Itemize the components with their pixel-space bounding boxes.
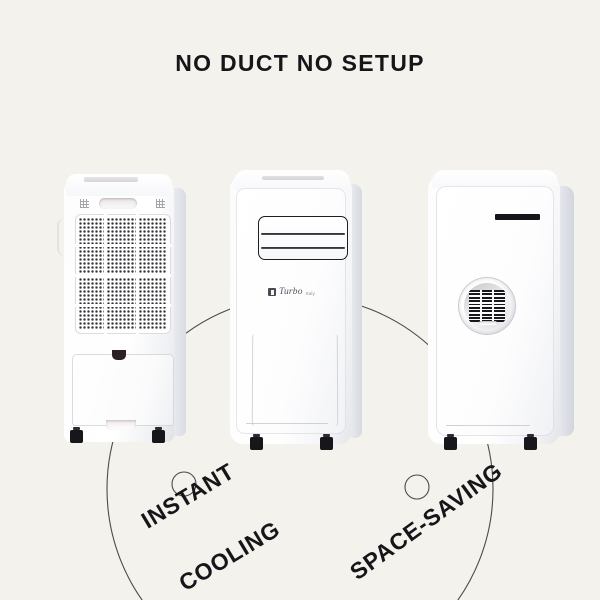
arc-node-right bbox=[404, 474, 430, 500]
lower-access-panel bbox=[72, 354, 174, 426]
brand-sub: Italy bbox=[305, 291, 316, 296]
perforated-mesh-grille bbox=[75, 214, 171, 334]
product-unit-rear-view bbox=[57, 172, 186, 443]
caster bbox=[444, 434, 457, 450]
unit-mid-panel-seam bbox=[251, 334, 339, 427]
unit-right-side-face bbox=[558, 186, 574, 436]
top-vent-slot-icon bbox=[495, 214, 540, 220]
mini-grille-left-icon bbox=[80, 199, 89, 208]
exhaust-port-grille bbox=[469, 290, 505, 322]
product-unit-front-view: Turbo Italy bbox=[228, 170, 362, 450]
unit-mid-base-edge bbox=[246, 423, 328, 424]
product-unit-side-view bbox=[428, 170, 574, 450]
caster bbox=[70, 427, 83, 443]
unit-left-top-slot bbox=[84, 177, 138, 182]
exhaust-port bbox=[459, 278, 515, 334]
brand-name: Turbo bbox=[279, 287, 303, 297]
exhaust-port-bezel bbox=[464, 283, 510, 329]
unit-right-top-cap bbox=[432, 170, 558, 188]
callout-instant-cooling-line2: COOLING bbox=[174, 515, 285, 596]
louvered-air-outlet bbox=[258, 216, 348, 260]
unit-right-base-edge bbox=[446, 425, 530, 426]
lower-panel-notch bbox=[106, 420, 136, 430]
carry-handle-icon bbox=[99, 198, 137, 209]
callout-instant-cooling-line1: INSTANT bbox=[136, 457, 239, 534]
unit-mid-front-face bbox=[236, 188, 348, 434]
caster bbox=[320, 434, 333, 450]
unit-mid-top-slot bbox=[262, 176, 324, 180]
unit-left-side-face bbox=[173, 188, 186, 436]
caster bbox=[524, 434, 537, 450]
brand-mark-icon bbox=[268, 288, 276, 296]
page-title: NO DUCT NO SETUP bbox=[175, 50, 425, 76]
power-cord-icon bbox=[57, 218, 66, 256]
unit-mid-top-cap bbox=[234, 170, 350, 190]
brand-logo: Turbo Italy bbox=[268, 287, 315, 297]
caster bbox=[250, 434, 263, 450]
callout-space-saving: SPACE-SAVING bbox=[345, 457, 508, 585]
exhaust-port-lip bbox=[479, 321, 497, 325]
lower-panel-latch-icon bbox=[112, 350, 126, 360]
unit-mid-side-face bbox=[351, 184, 362, 438]
mini-grille-right-icon bbox=[156, 199, 165, 208]
